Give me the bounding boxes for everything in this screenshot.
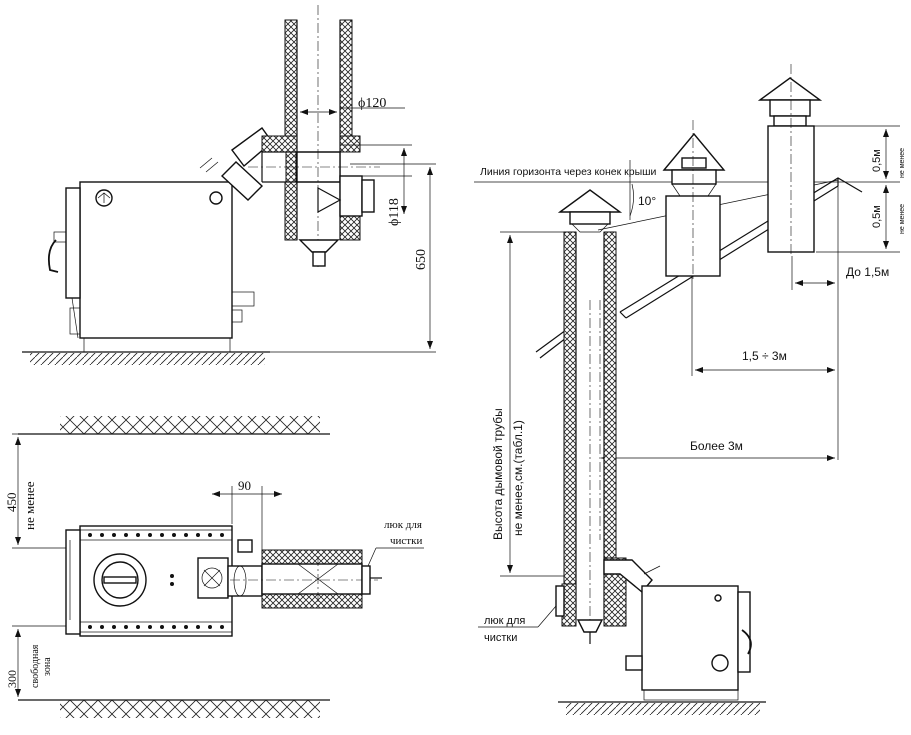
svg-text:ϕ118: ϕ118 [387, 198, 402, 226]
dim-05-top-note: не менее [899, 148, 906, 178]
svg-text:300: 300 [5, 670, 19, 688]
dim-upto-15: До 1,5м [846, 265, 889, 279]
dim-05-top: 0,5м [871, 149, 883, 172]
top-view-group: 90 450 не менее 300 свободная зона люк д… [4, 416, 424, 718]
dim-300-note-2: зона [42, 657, 53, 676]
dim-05-bottom: 0,5м [871, 205, 883, 228]
cleanout-label-bottom-1: люк для [484, 615, 525, 627]
ground-hatch-top-left [30, 353, 265, 365]
cleanout-door [555, 585, 565, 617]
chimney-ins-top-b [261, 593, 363, 609]
draft-regulator [209, 191, 223, 205]
door-handle [47, 239, 59, 273]
boiler-right-handle [741, 629, 752, 655]
dim-90: 90 [238, 478, 251, 493]
dim-diameter-118: ϕ118 [387, 198, 402, 226]
boiler-body-right [641, 585, 739, 691]
svg-text:не менее: не менее [22, 481, 37, 530]
flue-outlet-elbow [220, 161, 264, 201]
dim-450: 450 [4, 493, 19, 513]
dim-range-15-3: 1,5 ÷ 3м [742, 349, 787, 363]
svg-text:Высота дымовой трубы: Высота дымовой трубы [491, 408, 505, 540]
main-chimney-ins-right [603, 231, 617, 559]
cleanout-label-bottom-2: чистки [484, 632, 517, 644]
cap-chimney-right [757, 77, 823, 101]
svg-text:не менее: не менее [899, 148, 906, 178]
cleanout-label-top-2: чистки [390, 535, 422, 547]
horizon-label: Линия горизонта через конек крыши [480, 166, 657, 178]
dim-05-bottom-note: не менее [899, 204, 906, 234]
boiler-door-top [65, 529, 81, 635]
side-view-boiler-group: ϕ120 ϕ118 650 [22, 5, 436, 365]
svg-text:не менее: не менее [899, 204, 906, 234]
chimney-ins-top-a [261, 549, 363, 565]
dim-more-3: Более 3м [690, 439, 743, 453]
dim-450-note: не менее [22, 481, 37, 530]
roof-slope [619, 177, 863, 313]
main-chimney-ins-left [563, 231, 577, 585]
wall-hatch-bottom [60, 700, 320, 718]
cap-main-chimney [557, 189, 623, 213]
flue-outlet-top [197, 557, 229, 599]
top-holes-row [88, 533, 224, 629]
svg-text:зона: зона [42, 657, 53, 676]
svg-text:0,5м: 0,5м [871, 205, 883, 228]
dim-height-650: 650 [414, 249, 429, 270]
svg-text:0,5м: 0,5м [871, 149, 883, 172]
height-label-2: не менее,см.(табл.1) [511, 420, 525, 536]
dim-300-note-1: свободная [30, 644, 41, 688]
svg-text:свободная: свободная [30, 644, 41, 688]
boiler-door [65, 187, 81, 299]
roof-chimney-group: Линия горизонта через конек крыши 10° 0,… [474, 64, 906, 715]
angle-10-label: 10° [638, 194, 656, 208]
svg-text:не менее,см.(табл.1): не менее,см.(табл.1) [511, 420, 525, 536]
height-label-1: Высота дымовой трубы [491, 408, 505, 540]
svg-text:650: 650 [414, 249, 429, 270]
wall-hatch-top [60, 416, 320, 434]
svg-text:450: 450 [4, 493, 19, 513]
dim-diameter-120: ϕ120 [358, 96, 386, 111]
cleanout-label-top-1: люк для [384, 519, 422, 531]
dim-300: 300 [5, 670, 19, 688]
